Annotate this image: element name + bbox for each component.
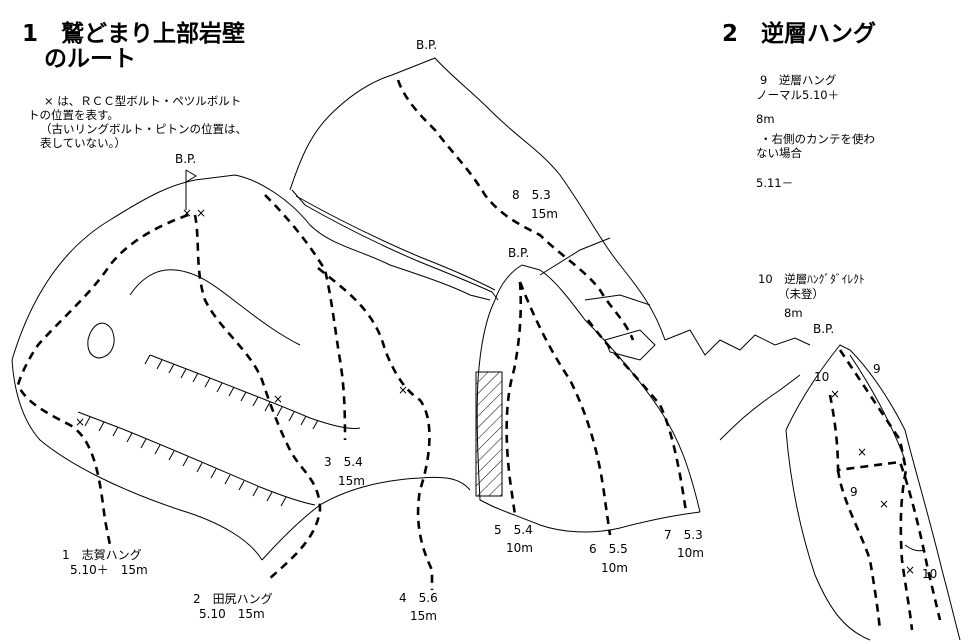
route1-label: 1 志賀ハング bbox=[62, 548, 142, 562]
route8-length: 15m bbox=[531, 207, 558, 221]
route9-variant: ・右側のカンテを使わ bbox=[760, 132, 875, 146]
bolt-marker: × bbox=[857, 445, 868, 459]
route5-length: 10m bbox=[506, 541, 533, 555]
overhang-wall-left-edge bbox=[785, 429, 871, 641]
overhang-line-2 bbox=[77, 411, 316, 506]
wall2-route10-label-top: 10 bbox=[814, 370, 830, 384]
route9-grade: ノーマル5.10＋ bbox=[756, 88, 840, 102]
bolt-marker: × bbox=[182, 206, 193, 220]
route6-length: 10m bbox=[601, 561, 628, 575]
route9-variant-2: ない場合 bbox=[756, 146, 802, 160]
wall2-route9-label-mid: 9 bbox=[850, 485, 858, 499]
overhang-wall-inner bbox=[849, 354, 906, 461]
route9-lower-line bbox=[836, 469, 882, 631]
route7-line bbox=[586, 319, 688, 513]
upper-wall-ledge-inner bbox=[295, 195, 496, 291]
overhang-ticks-1 bbox=[144, 354, 319, 430]
route9-title: 9 逆層ハング bbox=[760, 73, 837, 87]
route10-length: 8m bbox=[784, 306, 803, 320]
route10-title: 10 逆層ﾊﾝｸﾞﾀﾞｲﾚｸﾄ bbox=[758, 272, 865, 286]
section-title-overhang: 2 逆層ハング bbox=[722, 21, 877, 47]
route3-line bbox=[264, 194, 347, 441]
legend-note-line1: × は、ＲＣＣ型ボルト・ペツルボルト bbox=[44, 94, 242, 108]
route1-line bbox=[16, 213, 189, 546]
hatched-rock bbox=[475, 371, 503, 497]
route5-line bbox=[505, 281, 523, 516]
page-title: 1 鷲どまり上部岩壁 bbox=[22, 21, 246, 47]
route10-status: （未登） bbox=[778, 287, 824, 301]
bolt-marker: × bbox=[879, 497, 890, 511]
route7-label: 7 5.3 bbox=[664, 528, 703, 542]
wall-base-ledge bbox=[261, 476, 471, 561]
bolt-marker: × bbox=[75, 415, 86, 429]
route6-label: 6 5.5 bbox=[589, 542, 628, 556]
overhang-ticks-2 bbox=[84, 416, 287, 507]
route3-label: 3 5.4 bbox=[324, 455, 363, 469]
route2-label: 2 田尻ハング bbox=[193, 592, 273, 606]
left-boulder bbox=[87, 322, 115, 359]
route3-length: 15m bbox=[338, 474, 365, 488]
belay-point-label-top: B.P. bbox=[416, 38, 438, 52]
main-wall-outline bbox=[11, 174, 491, 361]
route9-variant-grade: 5.11－ bbox=[756, 176, 794, 190]
route4-label: 4 5.6 bbox=[399, 591, 438, 605]
upper-wall-ledge bbox=[291, 189, 499, 301]
belay-point-label-left: B.P. bbox=[175, 152, 197, 166]
overhang-wall-outline bbox=[785, 344, 961, 641]
legend-note-line3: （古いリングボルト・ピトンの位置は、 bbox=[40, 122, 247, 136]
route4-length: 15m bbox=[410, 609, 437, 623]
upper-wall-outline bbox=[289, 57, 666, 341]
route6-line bbox=[518, 281, 612, 536]
route8-label: 8 5.3 bbox=[512, 188, 551, 202]
bolt-marker: × bbox=[830, 387, 841, 401]
belay-point-label-right: B.P. bbox=[813, 322, 835, 336]
route9-length: 8m bbox=[756, 112, 775, 126]
route2-grade: 5.10 15m bbox=[199, 607, 265, 621]
route8-line bbox=[396, 79, 635, 341]
middle-pillar-outline bbox=[476, 299, 701, 533]
left-overhang bbox=[129, 269, 301, 346]
bolt-marker: × bbox=[398, 383, 409, 397]
upper-wall-crack-2 bbox=[584, 294, 651, 306]
bolt-marker: × bbox=[196, 206, 207, 220]
skyline-right-drop bbox=[719, 374, 801, 441]
skyline-right bbox=[664, 329, 811, 356]
legend-note-line4: 表していない。） bbox=[40, 136, 126, 150]
bolt-marker: × bbox=[905, 563, 916, 577]
page-title-line2: のルート bbox=[44, 46, 136, 72]
route5-label: 5 5.4 bbox=[494, 523, 533, 537]
bolt-marker: × bbox=[273, 392, 284, 406]
wall2-route9-label-top: 9 bbox=[873, 362, 881, 376]
upper-wall-crack bbox=[539, 237, 611, 276]
route9-line bbox=[838, 349, 914, 631]
route7-length: 10m bbox=[677, 546, 704, 560]
belay-flag-left bbox=[185, 169, 197, 210]
belay-point-label-middle: B.P. bbox=[508, 246, 530, 260]
main-wall-left-base bbox=[11, 359, 263, 561]
route1-grade: 5.10＋ 15m bbox=[70, 563, 148, 577]
route4-line bbox=[317, 266, 434, 590]
route2-line bbox=[193, 214, 322, 581]
legend-note-line2: トの位置を表す。 bbox=[28, 108, 119, 122]
route10-line bbox=[828, 394, 942, 621]
middle-pillar-top bbox=[494, 264, 701, 513]
pillar-ledge bbox=[604, 329, 656, 361]
